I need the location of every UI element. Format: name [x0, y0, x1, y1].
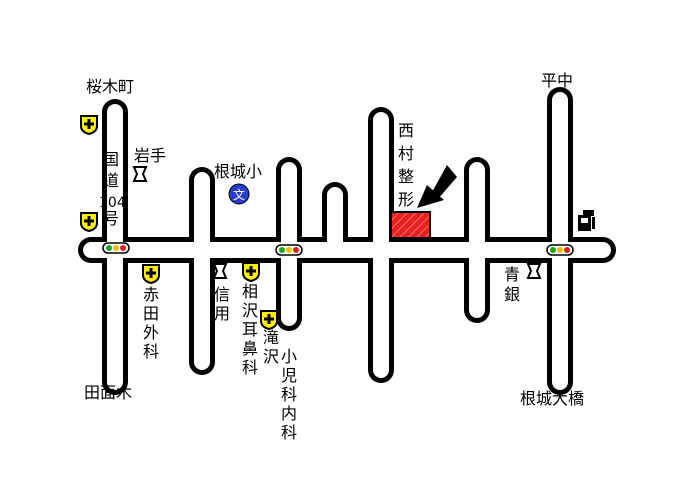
traffic-light-icon — [546, 244, 574, 256]
clinic-nishimura: 整 — [398, 167, 414, 186]
clinic-takizawa: 児 — [281, 366, 297, 385]
clinic-takizawa: 滝 — [263, 328, 279, 347]
clinic-akata: 田 — [143, 304, 159, 323]
clinic-akata: 赤 — [143, 285, 159, 304]
traffic-light-icon — [275, 244, 303, 256]
clinic-aizawa: 科 — [242, 358, 258, 377]
place-tamonoki: 田面木 — [84, 383, 132, 402]
bank-aogin: 青 — [504, 265, 520, 284]
clinic-aizawa: 沢 — [242, 301, 258, 320]
bank-icon — [132, 166, 148, 182]
clinic-takizawa: 小 — [281, 347, 297, 366]
bank-iwate: 岩手 — [134, 146, 166, 165]
clinic-nishimura: 村 — [398, 144, 414, 163]
place-hiranaka: 平中 — [541, 71, 573, 90]
bank-icon — [526, 263, 542, 279]
bank-aogin: 銀 — [504, 285, 520, 304]
clinic-takizawa: 科 — [281, 385, 297, 404]
clinic-takizawa: 内 — [281, 404, 297, 423]
hospital-icon — [260, 310, 278, 331]
place-nejo-ohashi: 根城大橋 — [520, 389, 584, 408]
road-fills — [83, 92, 611, 390]
clinic-akata: 科 — [143, 342, 159, 361]
bank-shinyo: 信 — [214, 285, 230, 304]
clinic-akata: 外 — [143, 323, 159, 342]
bank-shinyo: 用 — [214, 304, 230, 323]
hospital-icon — [80, 212, 98, 233]
school-icon: 文 — [228, 183, 250, 205]
clinic-aizawa: 耳 — [242, 320, 258, 339]
bank-icon — [212, 263, 228, 279]
hospital-icon — [80, 115, 98, 136]
traffic-light-icon — [102, 242, 130, 254]
clinic-takizawa: 科 — [281, 423, 297, 442]
school-nejo: 根城小 — [214, 162, 262, 181]
clinic-aizawa: 相 — [242, 282, 258, 301]
road-outlines — [78, 87, 616, 395]
gas-station-icon — [578, 210, 595, 231]
clinic-nishimura: 形 — [398, 190, 414, 209]
route-label: 国 — [103, 150, 119, 169]
hospital-icon — [142, 264, 160, 285]
route-label: 道 — [103, 171, 119, 190]
route-label: 号 — [103, 209, 119, 228]
clinic-nishimura: 西 — [398, 121, 414, 140]
hospital-icon — [242, 262, 260, 283]
route-label: 104 — [99, 195, 126, 211]
school-icon-label: 文 — [233, 187, 245, 202]
clinic-aizawa: 鼻 — [242, 339, 258, 358]
arrow-icon — [417, 165, 457, 208]
place-sakuragicho: 桜木町 — [86, 77, 134, 96]
destination-marker[interactable] — [390, 211, 431, 239]
map-labels: 桜木町 平中 国 道 104 号 岩手 根城小 西 村 整 形 赤 田 外 科 … — [84, 71, 584, 442]
clinic-takizawa: 沢 — [263, 347, 279, 366]
